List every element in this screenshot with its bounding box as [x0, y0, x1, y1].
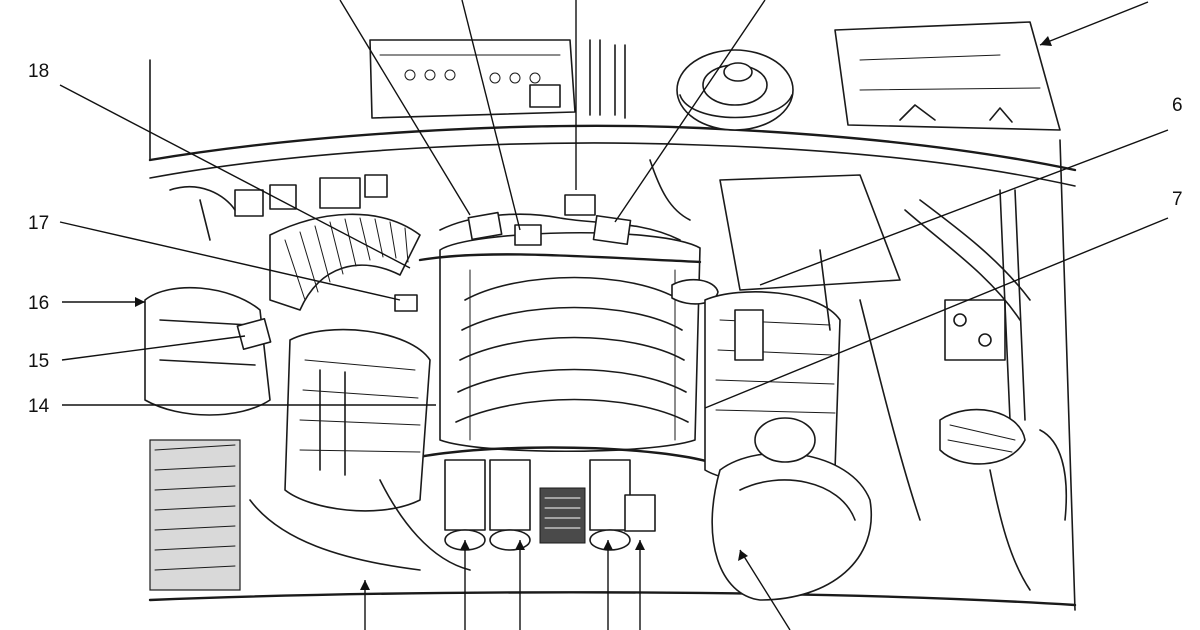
- arrow-bottom-6: [738, 550, 748, 561]
- misc-hoses: [249, 159, 1068, 591]
- leader-18: [59, 84, 411, 269]
- arrow-bottom-1: [360, 580, 370, 590]
- lower-right-duct: [711, 417, 873, 601]
- leader-lines: [59, 0, 1169, 630]
- leader-17: [59, 221, 401, 301]
- strut-tower-cap: [676, 49, 794, 131]
- leader-bottom-6: [739, 549, 791, 630]
- arrow-top-5: [1040, 36, 1052, 46]
- cowl-outline: [148, 59, 1077, 611]
- leader-7: [704, 217, 1169, 409]
- air-filter-housing: [144, 286, 271, 591]
- callout-18: 18: [28, 61, 50, 82]
- callout-16: 16: [28, 293, 50, 314]
- left-valve-cover: [284, 328, 431, 512]
- callout-14: 14: [28, 396, 50, 417]
- callout-7: 7: [1172, 189, 1183, 210]
- arrow-bottom-4: [603, 540, 613, 550]
- leader-top-5: [1039, 1, 1149, 46]
- callout-17: 17: [28, 213, 50, 234]
- left-sensor-cluster: [169, 174, 418, 351]
- battery-compartment: [369, 39, 626, 119]
- brake-master-cylinder: [904, 189, 1031, 465]
- arrow-bottom-3: [515, 540, 525, 550]
- leader-15: [61, 335, 246, 361]
- leader-6: [759, 129, 1169, 286]
- arrow-16: [135, 297, 145, 307]
- upper-wiring-harness: [418, 194, 719, 305]
- intake-manifold: [439, 231, 701, 453]
- callout-6: 6: [1172, 95, 1183, 116]
- leader-top-4: [614, 0, 766, 223]
- intake-hose: [269, 213, 421, 311]
- fuse-box: [834, 21, 1061, 131]
- callout-15: 15: [28, 351, 50, 372]
- ignition-coil-pack: [378, 446, 732, 551]
- leader-top-1: [339, 0, 471, 216]
- arrow-bottom-5: [635, 540, 645, 550]
- leader-top-2: [461, 0, 521, 231]
- arrow-bottom-2: [460, 540, 470, 550]
